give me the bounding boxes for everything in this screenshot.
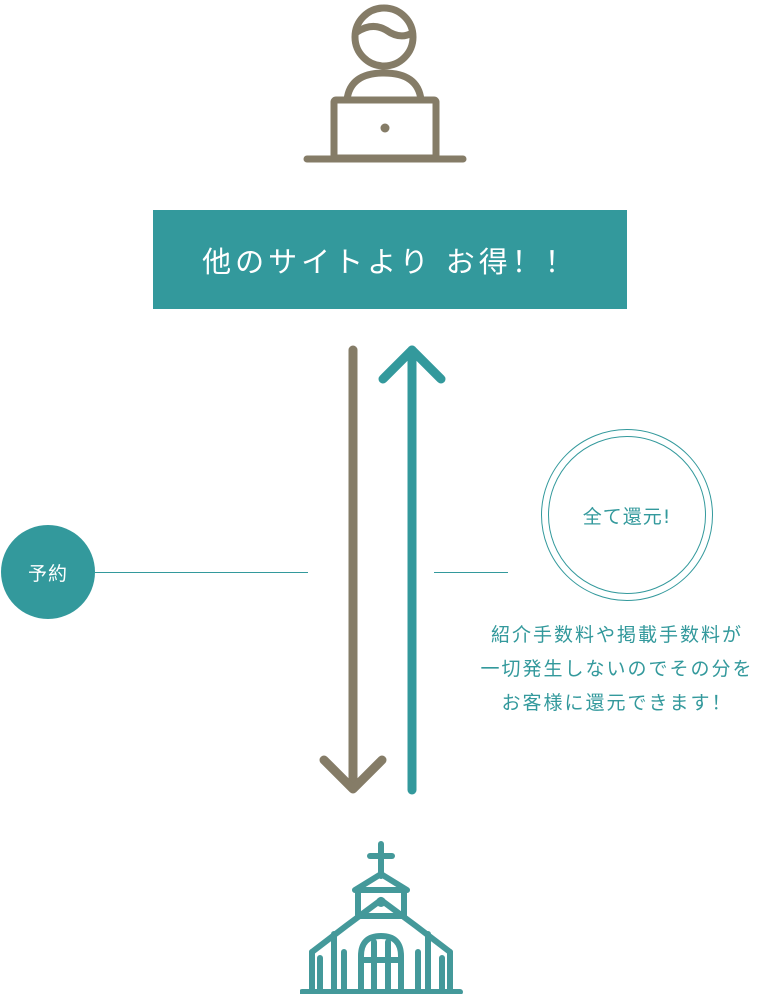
connector-line-left (95, 572, 308, 573)
refund-note: 紹介手数料や掲載手数料が 一切発生しないのでその分を お客様に還元できます！ (452, 618, 782, 720)
reserve-badge: 予約 (1, 525, 95, 619)
flow-arrows (300, 330, 480, 814)
reserve-label: 予約 (27, 562, 68, 585)
arrow-up-icon (378, 345, 446, 795)
refund-label: 全て還元! (582, 505, 672, 528)
church-icon (299, 838, 470, 998)
note-line: 紹介手数料や掲載手数料が (490, 624, 743, 646)
arrow-down-icon (319, 345, 387, 794)
note-line: お客様に還元できます！ (501, 692, 733, 714)
banner-text: 他のサイトより お得！！ (202, 244, 578, 279)
banner: 他のサイトより お得！！ (153, 210, 627, 309)
connector-line-right (434, 572, 508, 573)
refund-badge-inner-ring: 全て還元! (548, 436, 706, 594)
note-line: 一切発生しないのでその分を (480, 658, 754, 680)
refund-badge: 全て還元! (541, 429, 713, 601)
user-laptop-icon (300, 0, 470, 174)
